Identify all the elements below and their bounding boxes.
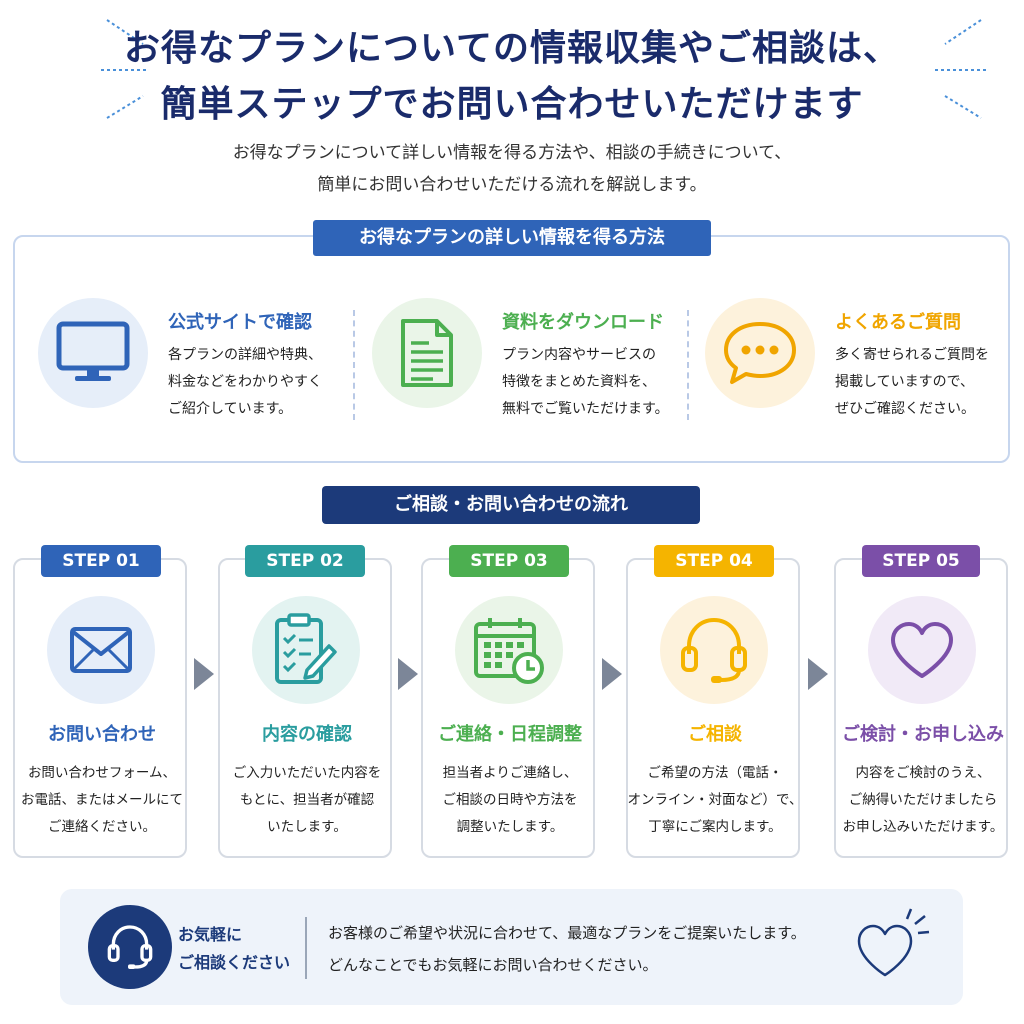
step-badge-2: STEP 02 bbox=[245, 545, 365, 577]
document-icon bbox=[372, 298, 482, 408]
contact-message: お客様のご希望や状況に合わせて、最適なプランをご提案いたします。 どんなことでも… bbox=[328, 924, 806, 974]
step-badge-4: STEP 04 bbox=[654, 545, 774, 577]
page-subtitle: お得なプランについて詳しい情報を得る方法や、相談の手続きについて、 簡単にお問い… bbox=[0, 137, 1024, 201]
heart-icon bbox=[857, 908, 930, 977]
info-methods-panel bbox=[13, 235, 1010, 463]
method-description: 各プランの詳細や特典、 料金などをわかりやすく ご紹介しています。 bbox=[168, 347, 322, 417]
method-title: よくあるご質問 bbox=[835, 312, 961, 333]
step-badge-3: STEP 03 bbox=[449, 545, 569, 577]
step-description: 担当者よりご連絡し、 ご相談の日時や方法を 調整いたします。 bbox=[442, 765, 578, 835]
step-card-4[interactable]: ご相談 ご希望の方法（電話・ オンライン・対面など）で、 丁寧にご案内します。 bbox=[626, 558, 802, 858]
page-title: お得なプランについての情報収集やご相談は、 簡単ステップでお問い合わせいただけま… bbox=[0, 24, 1024, 130]
step-title: ご連絡・日程調整 bbox=[438, 724, 582, 745]
method-description: プラン内容やサービスの 特徴をまとめた資料を、 無料でご覧いただけます。 bbox=[502, 347, 669, 417]
speech-bubble-icon bbox=[705, 298, 815, 408]
step-card-2[interactable]: 内容の確認 ご入力いただいた内容を もとに、担当者が確認 いたします。 bbox=[218, 558, 392, 858]
decorative-lines-right bbox=[935, 19, 987, 119]
contact-label: お気軽に ご相談ください bbox=[178, 925, 291, 972]
divider bbox=[687, 310, 689, 420]
step-title: 内容の確認 bbox=[262, 724, 352, 745]
arrow-right-icon bbox=[808, 658, 828, 690]
step-title: お問い合わせ bbox=[48, 724, 156, 745]
step-title: ご相談 bbox=[688, 724, 742, 745]
arrow-right-icon bbox=[398, 658, 418, 690]
method-title: 公式サイトで確認 bbox=[168, 312, 312, 333]
method-title: 資料をダウンロード bbox=[502, 312, 664, 333]
envelope-icon bbox=[47, 596, 155, 704]
divider bbox=[305, 917, 307, 979]
step-badge-5: STEP 05 bbox=[862, 545, 980, 577]
calendar-clock-icon bbox=[455, 596, 563, 704]
divider bbox=[353, 310, 355, 420]
step-description: ご希望の方法（電話・ オンライン・対面など）で、 丁寧にご案内します。 bbox=[627, 765, 803, 835]
decorative-lines-left bbox=[101, 19, 149, 119]
clipboard-checklist-icon bbox=[252, 596, 360, 704]
step-description: お問い合わせフォーム、 お電話、またはメールにて ご連絡ください。 bbox=[21, 765, 183, 835]
arrow-right-icon bbox=[602, 658, 622, 690]
page-subtitle-line2: 簡単にお問い合わせいただける流れを解説します。 bbox=[317, 175, 707, 195]
heart-icon bbox=[868, 596, 976, 704]
step-title: ご検討・お申し込み bbox=[842, 724, 1004, 745]
headset-icon bbox=[660, 596, 768, 704]
flow-section-title: ご相談・お問い合わせの流れ bbox=[322, 486, 700, 524]
method-description: 多く寄せられるご質問を 掲載していますので、 ぜひご確認ください。 bbox=[835, 347, 989, 417]
headset-icon bbox=[88, 905, 172, 989]
step-card-1[interactable]: お問い合わせ お問い合わせフォーム、 お電話、またはメールにて ご連絡ください。 bbox=[13, 558, 187, 858]
arrow-right-icon bbox=[194, 658, 214, 690]
page-title-line1: お得なプランについての情報収集やご相談は、 bbox=[124, 28, 900, 69]
step-card-3[interactable]: ご連絡・日程調整 担当者よりご連絡し、 ご相談の日時や方法を 調整いたします。 bbox=[421, 558, 595, 858]
step-badge-1: STEP 01 bbox=[41, 545, 161, 577]
step-card-5[interactable]: ご検討・お申し込み 内容をご検討のうえ、 ご納得いただけましたら お申し込みいた… bbox=[834, 558, 1008, 858]
page-title-line2: 簡単ステップでお問い合わせいただけます bbox=[160, 84, 864, 125]
contact-banner: お気軽に ご相談ください お客様のご希望や状況に合わせて、最適なプランをご提案い… bbox=[60, 889, 963, 1005]
step-description: 内容をご検討のうえ、 ご納得いただけましたら お申し込みいただけます。 bbox=[842, 765, 1004, 835]
page-subtitle-line1: お得なプランについて詳しい情報を得る方法や、相談の手続きについて、 bbox=[232, 143, 792, 163]
info-section-title: お得なプランの詳しい情報を得る方法 bbox=[313, 220, 711, 256]
monitor-icon bbox=[38, 298, 148, 408]
step-description: ご入力いただいた内容を もとに、担当者が確認 いたします。 bbox=[232, 765, 382, 835]
